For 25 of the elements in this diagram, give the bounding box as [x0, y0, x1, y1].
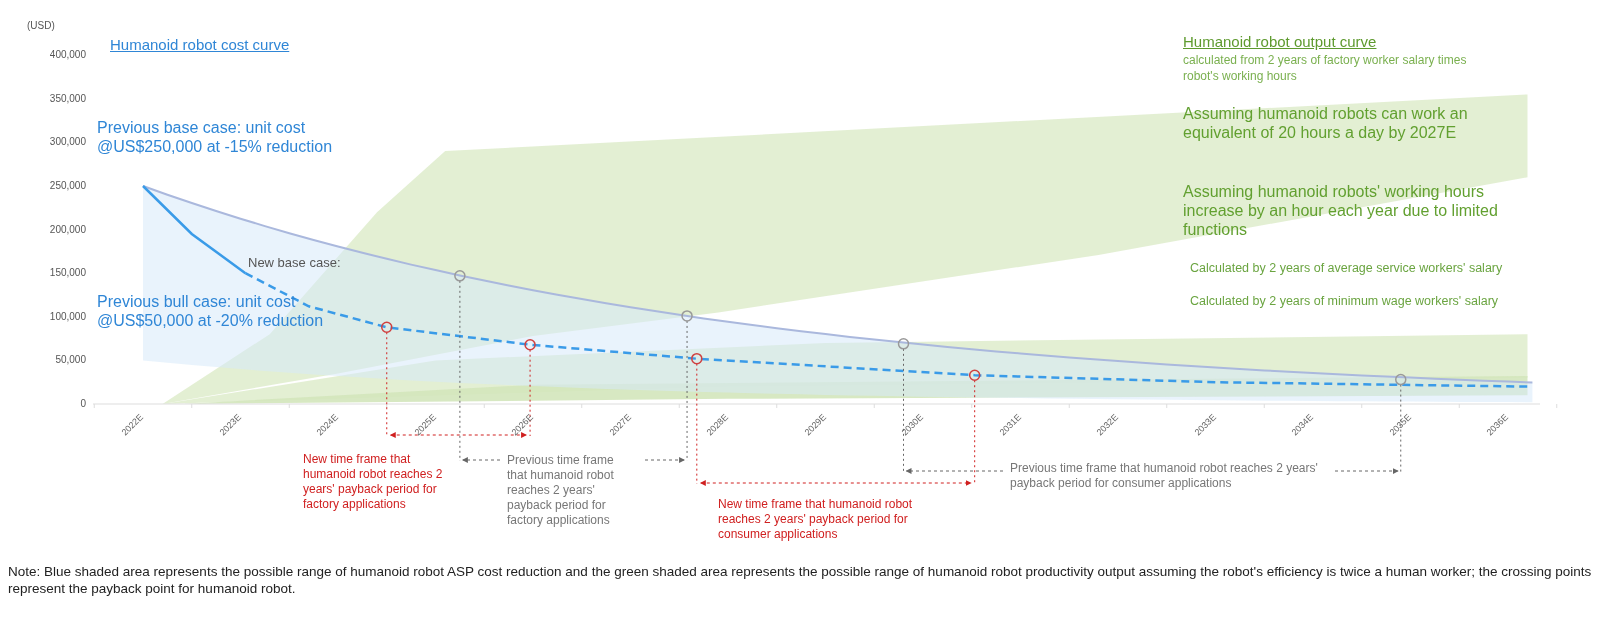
y-tick-label: 200,000	[48, 223, 86, 235]
annotation-text: calculated from 2 years of factory worker salary times robot's working hours	[1183, 52, 1468, 84]
annotation-text: Calculated by 2 years of average service workers' salary	[1190, 261, 1503, 275]
y-tick-label: 400,000	[48, 49, 86, 61]
annotation-text: Previous time frame that humanoid robot reaches 2 years' payback period for consumer applications	[1010, 461, 1319, 491]
y-tick-label: 100,000	[48, 310, 86, 322]
axis-unit-label: (USD)	[27, 20, 55, 31]
curve-heading: Humanoid robot cost curve	[110, 36, 290, 53]
y-tick-label: 0	[79, 398, 86, 409]
y-tick-label: 150,000	[48, 267, 86, 279]
annotation-text: Assuming humanoid robots can work an equivalent of 20 hours a day by 2027E	[1183, 104, 1469, 142]
annotation-text: Previous bull case: unit cost @US$50,000 at -20% reduction	[97, 292, 325, 330]
y-tick-label: 300,000	[48, 136, 86, 148]
annotation-text: Previous base case: unit cost @US$250,000 at -15% reduction	[97, 118, 334, 156]
annotation-text: New time frame that humanoid robot reaches 2 years' payback period for consumer applications	[718, 497, 914, 542]
annotation-text: New base case:	[248, 255, 341, 270]
annotation-text: Assuming humanoid robots' working hours increase by an hour each year due to limited functions	[1183, 182, 1499, 239]
note-caption: Note: Blue shaded area represents the possible range of humanoid robot ASP cost reduction and the green shaded area represents the possible range of humanoid robot productivity output assuming the robot's efficiency is twice a human worker; the crossing points represent the payback point for humanoid robot.	[8, 563, 1593, 597]
curve-heading: Humanoid robot output curve	[1183, 33, 1377, 50]
y-tick-label: 50,000	[54, 354, 86, 366]
annotation-text: Previous time frame that humanoid robot reaches 2 years' payback period for factory applications	[507, 453, 615, 528]
annotation-text: Calculated by 2 years of minimum wage workers' salary	[1190, 294, 1499, 308]
annotation-text: New time frame that humanoid robot reaches 2 years' payback period for factory applications	[303, 452, 444, 512]
y-tick-label: 350,000	[48, 92, 86, 104]
y-tick-label: 250,000	[48, 180, 86, 191]
